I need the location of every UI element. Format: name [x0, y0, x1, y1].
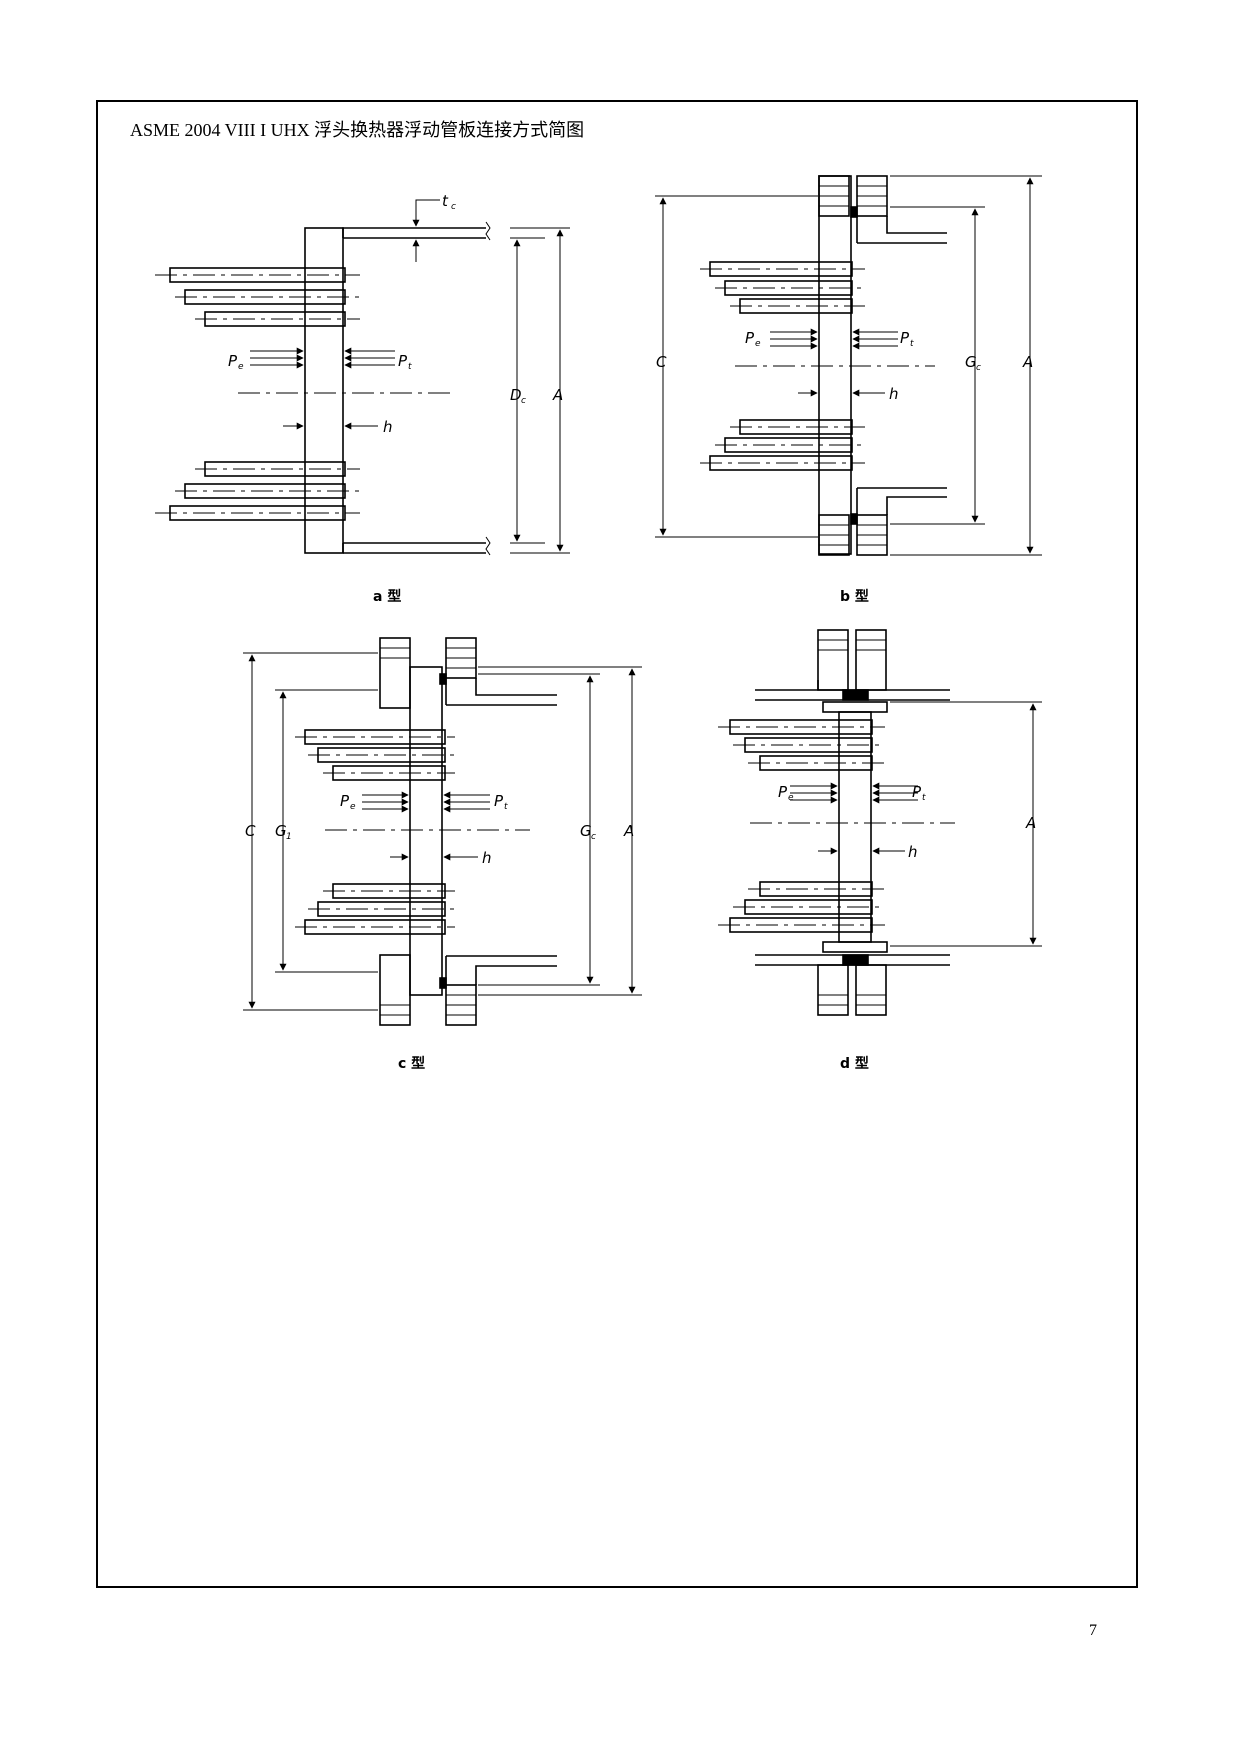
label-d-pe-sub: e	[788, 793, 794, 803]
label-a-h: h	[383, 418, 393, 436]
label-c-pt-sub: t	[504, 802, 508, 812]
label-a-dc-sub: c	[521, 396, 526, 406]
label-b-gc-sub: c	[976, 363, 981, 373]
label-a-pe-sub: e	[238, 362, 244, 372]
label-c-pe-sub: e	[350, 802, 356, 812]
caption-d: d 型	[840, 1055, 869, 1072]
label-b-pe: P	[745, 329, 755, 347]
label-c-g1-sub: 1	[286, 832, 292, 842]
label-d-pe: P	[778, 783, 788, 801]
figure-b: C P e P t h G c A b 型	[655, 175, 1042, 605]
label-d-pt-sub: t	[922, 793, 926, 803]
label-c-a: A	[623, 822, 634, 840]
label-d-pt: P	[912, 783, 922, 801]
figure-c: C G 1 P e P t h G c A c 型	[243, 637, 642, 1072]
label-d-h: h	[908, 843, 918, 861]
label-b-pt: P	[900, 329, 910, 347]
label-b-gc: G	[965, 353, 977, 371]
caption-c: c 型	[398, 1055, 425, 1072]
tubes-a-top	[155, 267, 360, 327]
label-d-a: A	[1025, 814, 1036, 832]
label-b-c: C	[656, 353, 667, 371]
label-a-t: t	[442, 192, 449, 210]
tubes-a-bottom	[155, 461, 360, 521]
figure-d: P e P t h A d 型	[718, 629, 1042, 1072]
label-c-c: C	[245, 822, 256, 840]
page-frame	[96, 100, 1138, 1588]
label-c-pe: P	[340, 792, 350, 810]
label-a-pe: P	[228, 352, 238, 370]
label-a-pt-sub: t	[408, 362, 412, 372]
label-c-h: h	[482, 849, 492, 867]
caption-b: b 型	[840, 588, 869, 605]
label-c-gc: G	[580, 822, 592, 840]
label-c-gc-sub: c	[591, 832, 596, 842]
label-a-t-sub: c	[451, 202, 456, 212]
label-a-pt: P	[398, 352, 408, 370]
label-b-pt-sub: t	[910, 339, 914, 349]
page-number: 7	[1089, 1622, 1097, 1639]
label-a-dc: D	[510, 386, 522, 404]
label-b-h: h	[889, 385, 899, 403]
figure-a: t c P e P t h D c A a 型	[155, 192, 570, 605]
label-b-pe-sub: e	[755, 339, 761, 349]
page-title: ASME 2004 VIII I UHX 浮头换热器浮动管板连接方式简图	[130, 120, 585, 140]
label-c-pt: P	[494, 792, 504, 810]
label-a-a: A	[552, 386, 563, 404]
label-b-a: A	[1022, 353, 1033, 371]
label-c-g1: G	[275, 822, 287, 840]
caption-a: a 型	[373, 588, 401, 605]
